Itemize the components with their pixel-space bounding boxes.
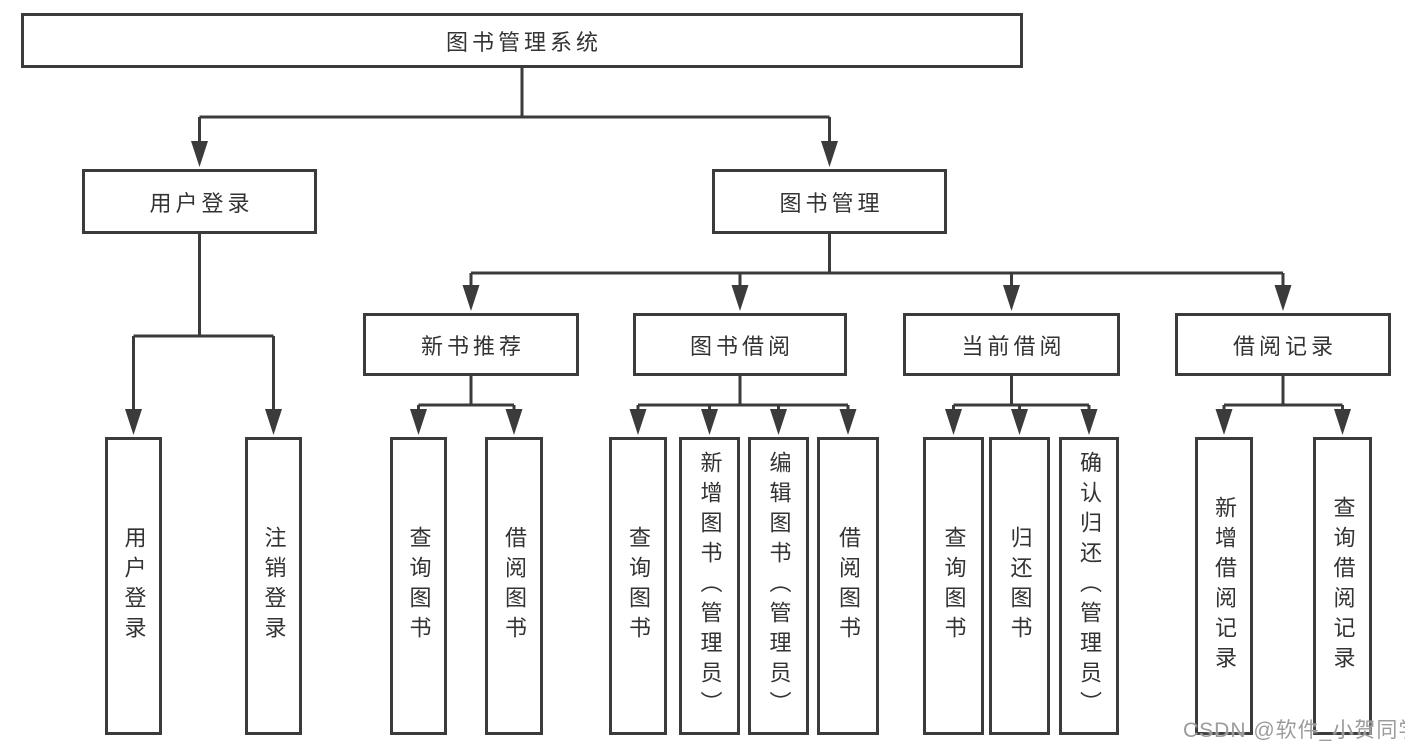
leaf-borrow-books-borrowing-label: 借阅图书	[836, 526, 861, 646]
node-new-book-recommend: 新书推荐	[363, 313, 579, 376]
arrowhead	[125, 409, 142, 435]
arrowhead	[462, 285, 480, 311]
leaf-add-books-admin-label: 新增图书（管理员）	[697, 451, 723, 721]
arrowhead	[629, 409, 647, 435]
arrowhead	[770, 409, 787, 435]
arrowhead	[945, 409, 962, 435]
leaf-logout: 注销登录	[245, 437, 302, 735]
leaf-user-login: 用户登录	[105, 437, 162, 735]
leaf-query-borrow-record-label: 查询借阅记录	[1330, 496, 1356, 676]
arrowhead	[839, 409, 857, 435]
leaf-return-books-label: 归还图书	[1007, 526, 1033, 646]
arrowhead	[1003, 285, 1020, 311]
leaf-user-login-label: 用户登录	[121, 526, 147, 646]
arrowhead	[1080, 409, 1098, 435]
arrowhead	[731, 285, 749, 311]
node-book-borrowing: 图书借阅	[633, 313, 847, 376]
arrowhead	[505, 409, 523, 435]
arrowhead	[1334, 409, 1351, 435]
leaf-edit-books-admin-label: 编辑图书（管理员）	[766, 451, 792, 721]
node-borrowing-records-label: 借阅记录	[1232, 333, 1337, 359]
node-current-borrowing-label: 当前借阅	[961, 333, 1066, 359]
node-user-login-label: 用户登录	[149, 190, 254, 216]
leaf-edit-books-admin: 编辑图书（管理员）	[748, 437, 809, 735]
connector-book-borrowing	[629, 376, 857, 435]
leaf-return-books: 归还图书	[989, 437, 1050, 735]
leaf-add-borrow-record: 新增借阅记录	[1195, 437, 1253, 735]
node-library-system: 图书管理系统	[21, 13, 1023, 68]
connector-book-management	[462, 234, 1292, 311]
leaf-query-books-borrowing-label: 查询图书	[626, 526, 651, 646]
leaf-borrow-books-recommend: 借阅图书	[485, 437, 543, 735]
leaf-borrow-books-borrowing: 借阅图书	[817, 437, 879, 735]
node-book-management-label: 图书管理	[779, 190, 884, 216]
arrowhead	[1011, 409, 1028, 435]
arrowhead	[410, 409, 427, 435]
arrowhead	[265, 409, 282, 435]
leaf-confirm-return-admin: 确认归还（管理员）	[1059, 437, 1119, 735]
leaf-query-books-recommend-label: 查询图书	[406, 526, 432, 646]
csdn-watermark: CSDN @软件_小贺同学	[1183, 719, 1405, 742]
node-current-borrowing: 当前借阅	[903, 313, 1120, 376]
leaf-add-borrow-record-label: 新增借阅记录	[1212, 496, 1237, 676]
arrowhead	[1274, 285, 1292, 311]
arrowhead	[821, 141, 838, 167]
node-new-book-recommend-label: 新书推荐	[420, 333, 525, 359]
connector-root	[191, 68, 838, 167]
node-book-management: 图书管理	[712, 169, 947, 234]
leaf-logout-label: 注销登录	[261, 526, 287, 646]
leaf-query-borrow-record: 查询借阅记录	[1313, 437, 1372, 735]
leaf-query-books-borrowing: 查询图书	[609, 437, 667, 735]
leaf-query-books-recommend: 查询图书	[390, 437, 447, 735]
leaf-query-books-current: 查询图书	[923, 437, 984, 735]
connector-current-borrowing	[945, 376, 1098, 435]
node-library-system-label: 图书管理系统	[445, 29, 602, 55]
connector-user-login	[125, 234, 282, 435]
node-book-borrowing-label: 图书借阅	[689, 333, 794, 359]
connector-new-book-recommend	[410, 376, 523, 435]
arrowhead	[1215, 409, 1233, 435]
arrowhead	[191, 141, 208, 167]
node-user-login: 用户登录	[82, 169, 317, 234]
node-borrowing-records: 借阅记录	[1175, 313, 1391, 376]
arrowhead	[701, 409, 718, 435]
leaf-confirm-return-admin-label: 确认归还（管理员）	[1077, 451, 1102, 721]
connector-borrowing-records	[1215, 376, 1351, 435]
leaf-add-books-admin: 新增图书（管理员）	[679, 437, 740, 735]
leaf-borrow-books-recommend-label: 借阅图书	[502, 526, 527, 646]
leaf-query-books-current-label: 查询图书	[941, 526, 967, 646]
